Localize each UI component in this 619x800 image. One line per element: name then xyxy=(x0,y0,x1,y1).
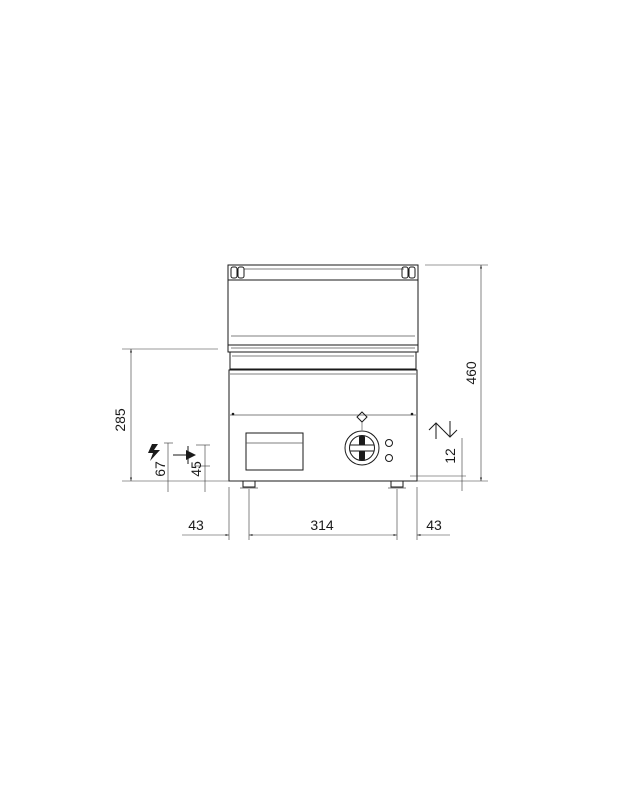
dimension-widths: 43 314 43 xyxy=(182,487,450,540)
electrical-connection-icon xyxy=(148,444,160,461)
dim-right-offset-label: 43 xyxy=(426,517,442,533)
drip-tray xyxy=(245,432,304,471)
appliance-feet xyxy=(240,480,406,489)
indicator-light-icon xyxy=(385,439,393,462)
dim-power-height-label: 45 xyxy=(188,461,204,477)
dimension-drain: 12 xyxy=(410,421,466,491)
appliance-body xyxy=(227,264,419,489)
water-inlet-arrow-icon xyxy=(173,446,196,464)
dim-water-height-label: 67 xyxy=(152,461,168,477)
dimension-total-height: 460 xyxy=(410,264,488,482)
dim-body-width-label: 314 xyxy=(310,517,334,533)
control-knob-icon xyxy=(344,411,380,466)
dim-drain-height-label: 12 xyxy=(442,448,458,464)
dim-front-height-label: 285 xyxy=(112,408,128,432)
dimension-front-height: 285 xyxy=(112,348,240,482)
dim-left-offset-label: 43 xyxy=(188,517,204,533)
drain-arrow-icon xyxy=(428,421,458,439)
dim-total-height-label: 460 xyxy=(463,361,479,385)
dimension-connections: 67 45 xyxy=(148,442,210,492)
